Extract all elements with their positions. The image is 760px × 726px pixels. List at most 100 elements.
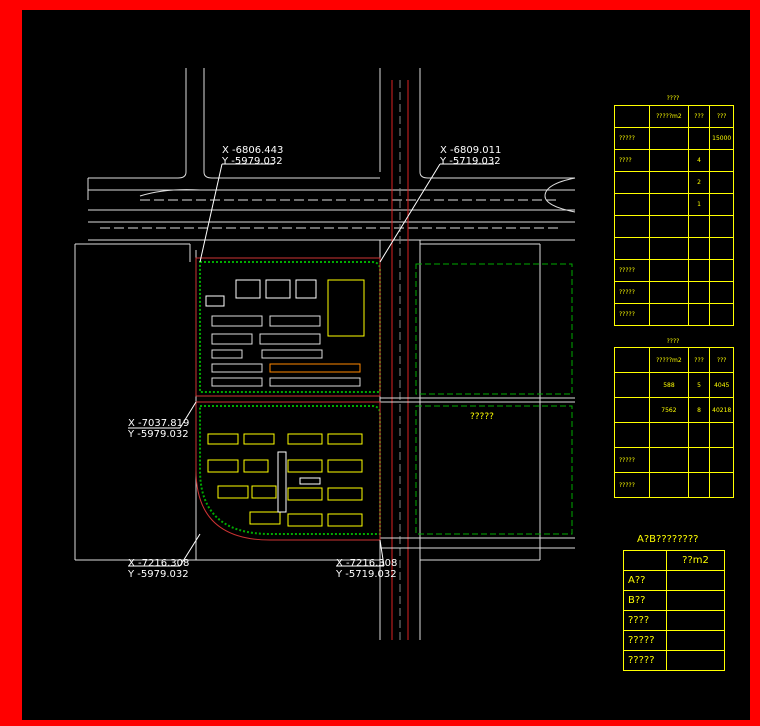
legend-cell: ?????m2 <box>649 106 688 127</box>
legend-row: ????? <box>615 472 733 497</box>
area-table: ??m2 A?? B?? ???? ????? ????? <box>623 550 725 671</box>
legend-cell: ????? <box>619 135 635 142</box>
legend-cell <box>687 216 710 237</box>
legend-cell: 7562 <box>649 398 688 422</box>
leader-lines <box>128 163 494 567</box>
legend-cell: 1 <box>687 194 710 215</box>
legend-cell: 2 <box>687 172 710 193</box>
legend-cell <box>687 473 710 497</box>
legend-cell <box>709 282 733 303</box>
legend-cell <box>687 260 710 281</box>
legend-cell <box>687 448 710 472</box>
legend-cell <box>649 172 688 193</box>
legend-cell <box>649 423 688 447</box>
area-row: ????? <box>624 630 724 650</box>
legend-header-row: ?????m2?????? <box>615 106 733 127</box>
legend-cell <box>649 128 688 149</box>
legend-cell <box>709 304 733 325</box>
legend-cell <box>649 194 688 215</box>
legend-cell: 15000 <box>709 128 733 149</box>
legend-row: ????? <box>615 281 733 303</box>
legend1-title: ???? <box>666 95 680 102</box>
legend-cell: ????? <box>619 311 635 318</box>
legend-cell: ???? <box>619 157 632 164</box>
legend-row <box>615 237 733 259</box>
north-block-buildings <box>205 279 365 337</box>
legend-cell <box>649 150 688 171</box>
legend-cell <box>615 216 649 237</box>
area-row-label: ????? <box>624 651 667 670</box>
legend-cell <box>687 282 710 303</box>
plot-label: ????? <box>470 412 494 422</box>
area-row: ???? <box>624 610 724 630</box>
legend-cell <box>709 194 733 215</box>
legend-row: 2 <box>615 171 733 193</box>
legend-cell <box>649 282 688 303</box>
legend-cell: ?????m2 <box>649 348 688 372</box>
legend-cell: ??? <box>687 106 710 127</box>
green-parcels <box>415 263 573 535</box>
area-unit: ??m2 <box>682 555 709 566</box>
legend-row: ????? <box>615 447 733 472</box>
legend-cell: ????? <box>619 289 635 296</box>
legend-cell: ????? <box>619 456 635 464</box>
area-row-label: A?? <box>624 571 667 590</box>
legend-row <box>615 215 733 237</box>
legend-cell: ????? <box>619 267 635 274</box>
legend-cell <box>709 172 733 193</box>
legend-cell <box>649 216 688 237</box>
legend-cell <box>649 238 688 259</box>
legend-cell <box>615 238 649 259</box>
legend-row <box>615 422 733 447</box>
legend-row: ????? 15000 <box>615 127 733 149</box>
legend-cell <box>615 423 649 447</box>
legend-cell: ????? <box>619 481 635 489</box>
legend-cell <box>615 348 649 372</box>
legend-cell <box>687 128 710 149</box>
legend-cell: 4045 <box>709 373 733 397</box>
legend2-title: ???? <box>666 338 680 345</box>
legend-cell <box>649 260 688 281</box>
legend-cell <box>687 304 710 325</box>
legend-cell <box>615 398 649 422</box>
legend-row: 1 <box>615 193 733 215</box>
legend-cell <box>687 423 710 447</box>
legend-cell: 40218 <box>709 398 733 422</box>
legend-cell <box>615 194 649 215</box>
legend-row: ????? <box>615 259 733 281</box>
road-network <box>74 68 576 640</box>
legend-cell <box>709 216 733 237</box>
legend-cell: 8 <box>687 398 710 422</box>
legend-cell <box>649 304 688 325</box>
legend-cell <box>687 238 710 259</box>
legend-cell <box>709 260 733 281</box>
legend-cell <box>615 172 649 193</box>
legend-cell <box>709 150 733 171</box>
legend-cell <box>649 473 688 497</box>
legend-cell: 4 <box>687 150 710 171</box>
legend-row: ???? 4 <box>615 149 733 171</box>
legend-cell <box>709 238 733 259</box>
south-block-buildings <box>207 433 363 527</box>
legend-cell: 588 <box>649 373 688 397</box>
area-row-label: ????? <box>624 631 667 650</box>
legend-cell <box>649 448 688 472</box>
legend-cell: ??? <box>709 106 733 127</box>
area-row-label: B?? <box>624 591 667 610</box>
area-row-label: ???? <box>624 611 667 630</box>
legend-cell <box>615 106 649 127</box>
area-header-row: ??m2 <box>624 551 724 570</box>
area-row: B?? <box>624 590 724 610</box>
legend-cell: ??? <box>687 348 710 372</box>
legend-header-row: ?????m2?????? <box>615 348 733 372</box>
